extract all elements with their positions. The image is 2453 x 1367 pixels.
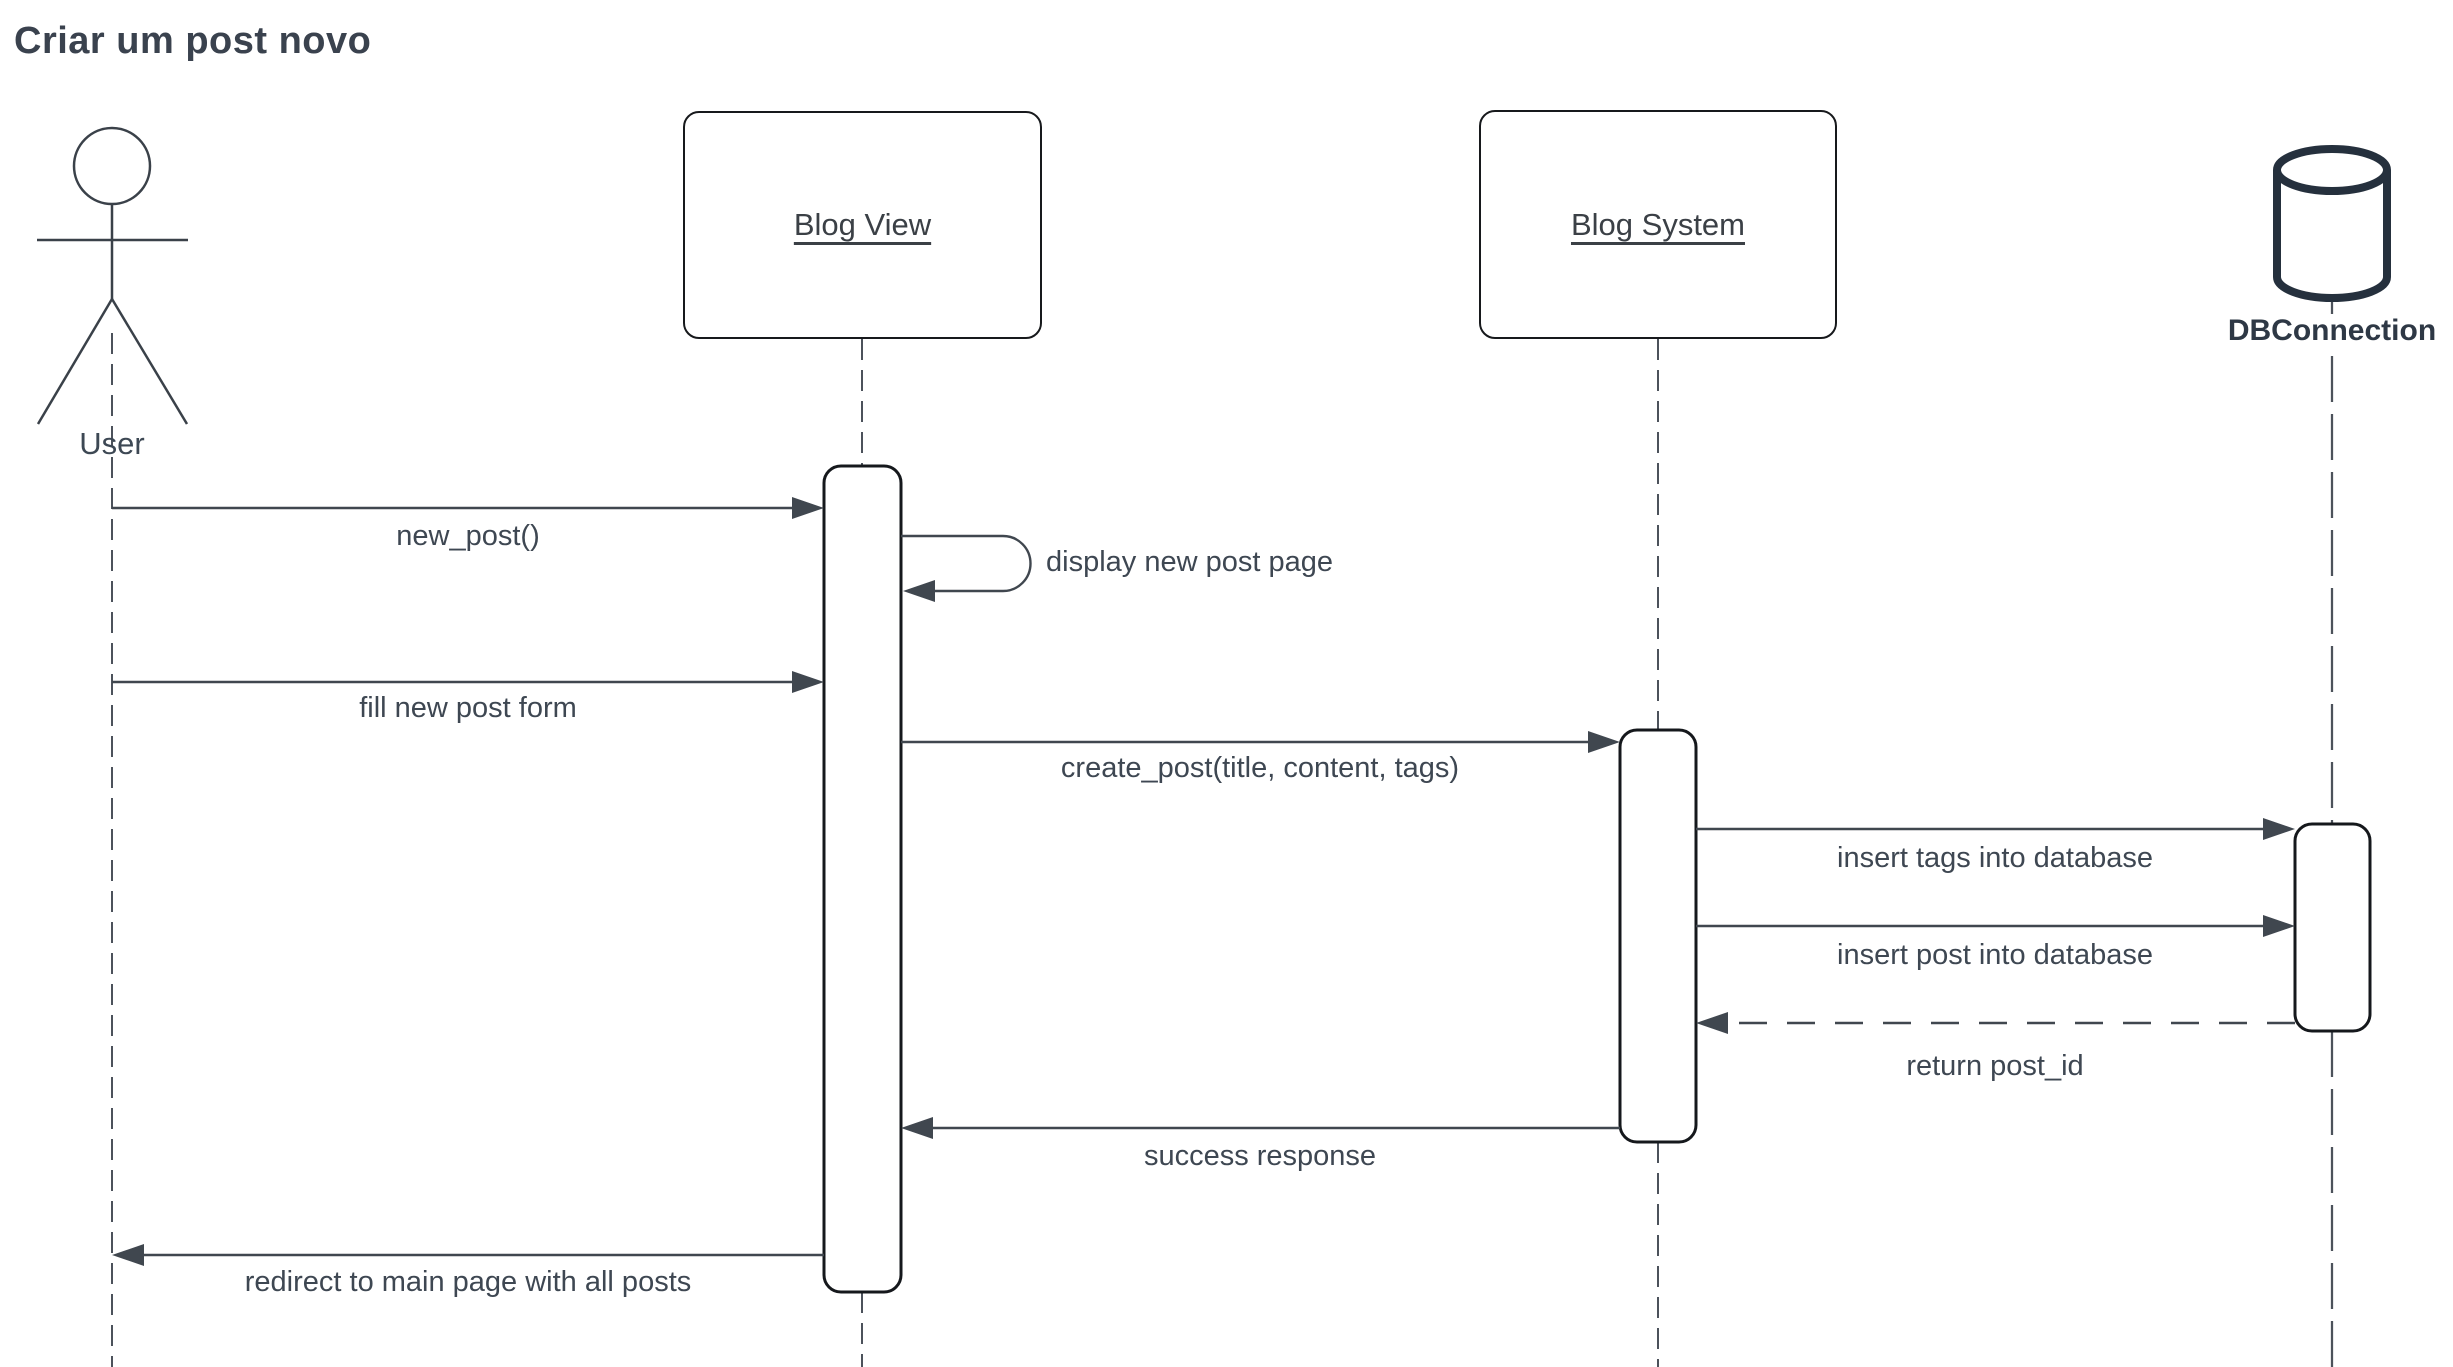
message-arrow-return-post-id <box>1696 1012 2295 1034</box>
lifeline-label-user: User <box>79 426 145 461</box>
object-label-blog-view: Blog View <box>793 207 932 242</box>
message-arrow-redirect-main-page <box>112 1244 824 1266</box>
message-label-return-post-id: return post_id <box>1906 1050 2084 1082</box>
message-arrow-create-post <box>901 731 1620 753</box>
lifeline-label-dbconnection: DBConnection <box>2224 314 2440 348</box>
message-label-new-post: new_post() <box>396 520 540 552</box>
diagram-title: Criar um post novo <box>14 20 372 62</box>
message-arrow-new-post <box>112 497 824 519</box>
blog-system-activation-bar <box>1618 728 1698 1144</box>
message-arrow-fill-new-post-form <box>112 671 824 693</box>
self-message-arrow-display-new-post-page <box>901 534 1032 602</box>
message-label-display-new-post-page: display new post page <box>1046 546 1333 578</box>
blog-view-activation-bar <box>822 464 903 1294</box>
message-label-create-post: create_post(title, content, tags) <box>1060 752 1460 784</box>
user-actor-icon <box>36 126 189 425</box>
message-label-success-response: success response <box>1143 1140 1377 1172</box>
message-arrow-insert-tags <box>1696 818 2295 840</box>
message-arrow-insert-post <box>1696 915 2295 937</box>
dbconnection-activation-bar <box>2293 822 2372 1033</box>
message-label-insert-post: insert post into database <box>1837 939 2153 971</box>
message-label-fill-new-post-form: fill new post form <box>359 692 577 724</box>
message-label-insert-tags: insert tags into database <box>1837 842 2153 874</box>
object-box-blog-system: Blog System <box>1479 110 1837 339</box>
message-arrow-success-response <box>901 1117 1620 1139</box>
object-box-blog-view: Blog View <box>683 111 1042 339</box>
message-label-redirect-main-page: redirect to main page with all posts <box>244 1266 692 1298</box>
database-cylinder-icon <box>2273 145 2391 302</box>
object-label-blog-system: Blog System <box>1570 206 1745 242</box>
